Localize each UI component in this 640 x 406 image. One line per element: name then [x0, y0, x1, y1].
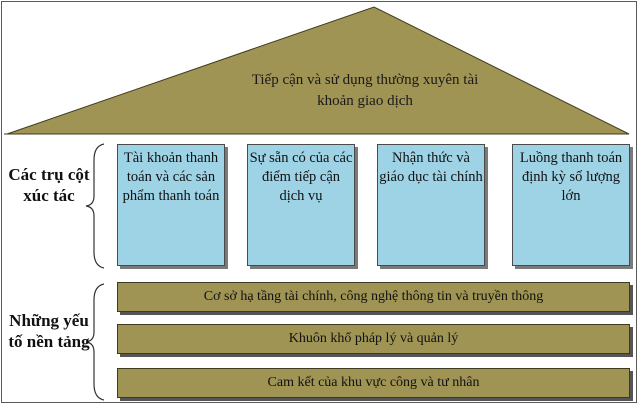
- foundation-commitment: Cam kết của khu vực công và tư nhân: [117, 368, 630, 398]
- pillars-brace: [85, 143, 105, 269]
- pillar-access-points: Sự sẵn có của các điểm tiếp cận dịch vụ: [247, 144, 355, 266]
- roof-title: Tiếp cận và sử dụng thường xuyên tài kho…: [251, 72, 479, 109]
- pillar-bulk-payments: Luồng thanh toán định kỳ số lượng lớn: [512, 144, 630, 266]
- foundation-infrastructure: Cơ sở hạ tầng tài chính, công nghệ thông…: [117, 282, 630, 312]
- pillars-group-label: Các trụ cột xúc tác: [8, 165, 90, 205]
- pillar-financial-literacy: Nhận thức và giáo dục tài chính: [377, 144, 485, 266]
- pillar-payment-accounts: Tài khoản thanh toán và các sản phẩm tha…: [117, 144, 225, 266]
- foundation-brace: [85, 283, 105, 401]
- foundation-group-label: Những yếu tố nền tảng: [8, 311, 90, 351]
- foundation-legal-framework: Khuôn khổ pháp lý và quản lý: [117, 324, 630, 354]
- brace-group: [85, 143, 105, 401]
